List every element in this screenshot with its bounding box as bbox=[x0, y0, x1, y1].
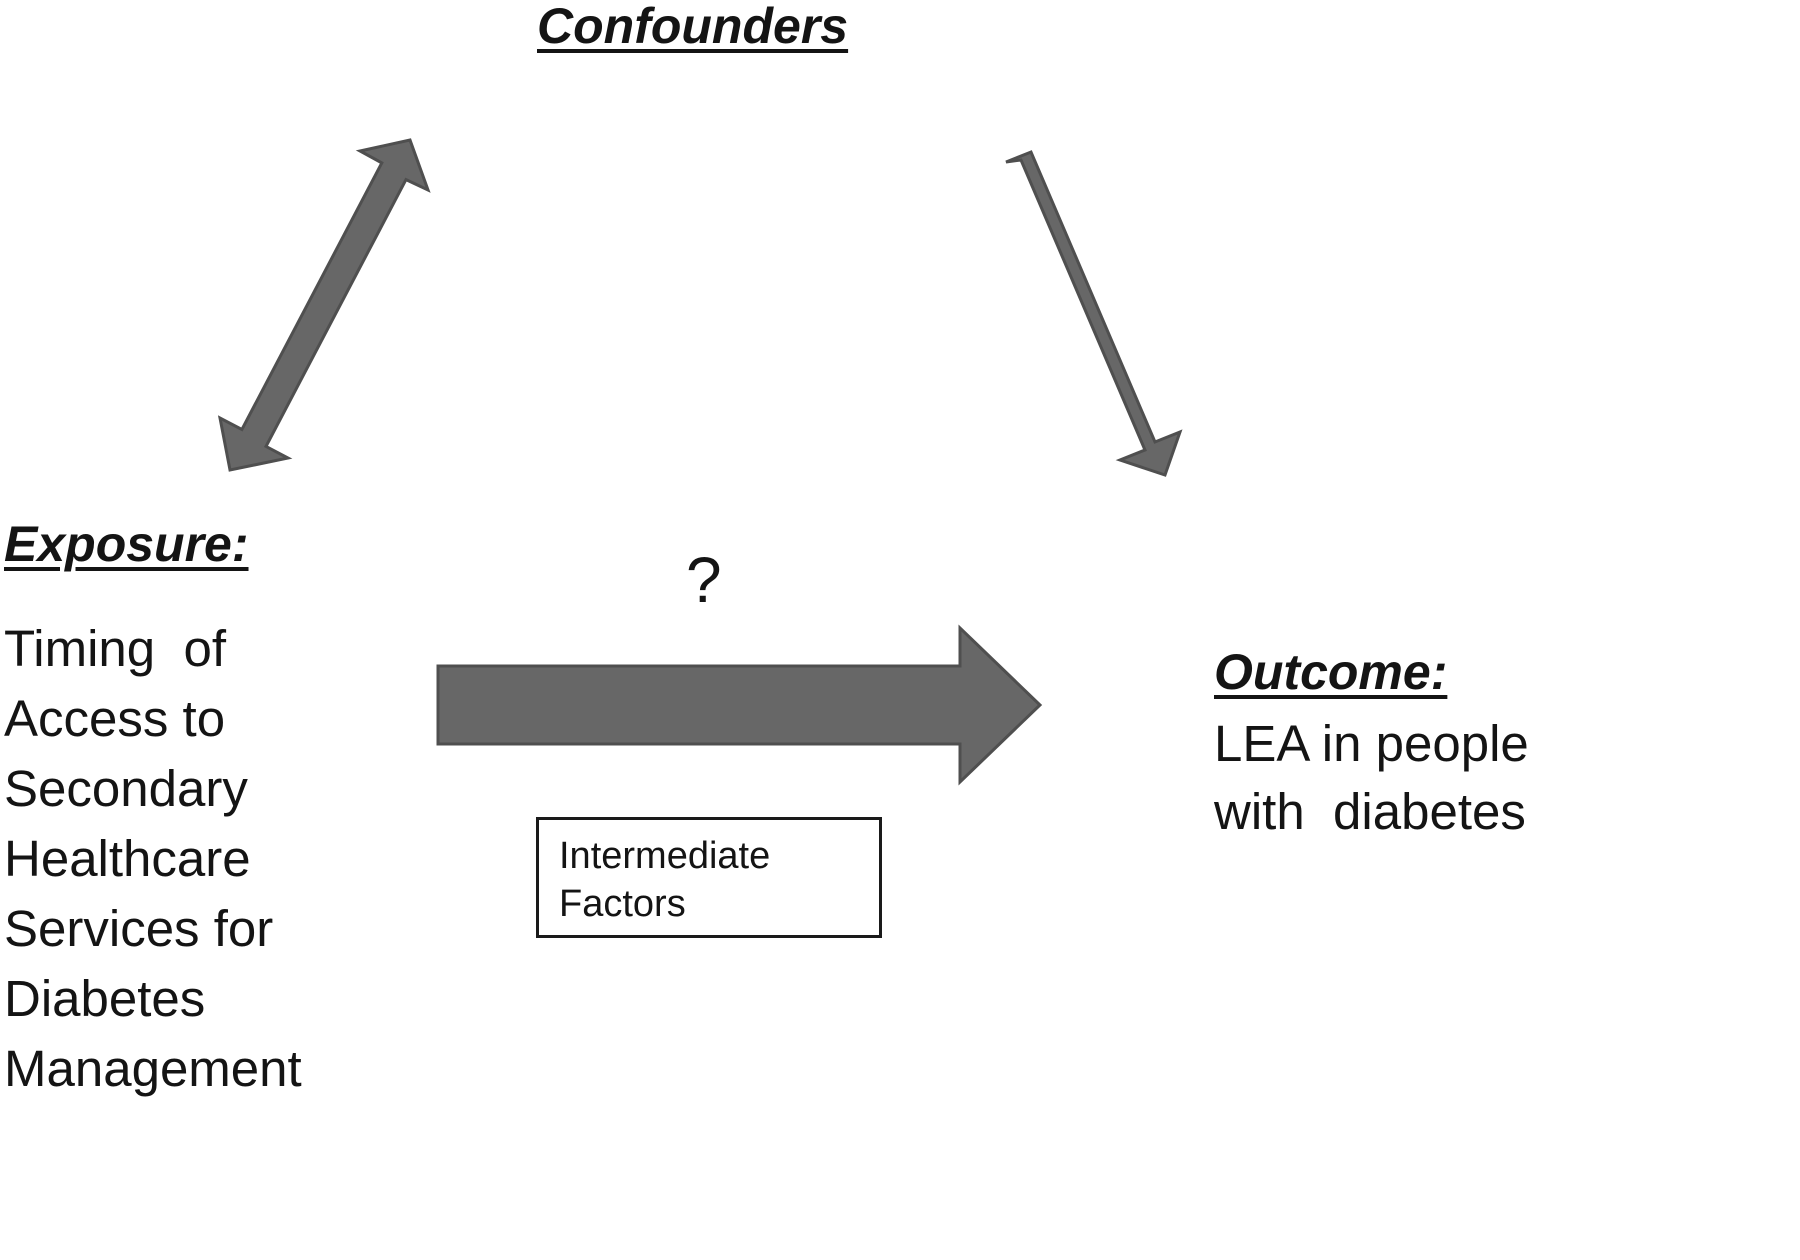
outcome-line: with diabetes bbox=[1214, 783, 1526, 840]
exposure-description: Timing of Access to Secondary Healthcare… bbox=[4, 614, 302, 1104]
exposure-line: Secondary bbox=[4, 760, 248, 817]
intermediate-factors-text: Intermediate Factors bbox=[559, 832, 770, 928]
outcome-heading: Outcome: bbox=[1214, 644, 1448, 700]
exposure-line: Healthcare bbox=[4, 830, 251, 887]
diagram-canvas bbox=[217, 138, 1183, 786]
main-arrow-question-label: ? bbox=[686, 544, 722, 616]
exposure-line: Access to bbox=[4, 690, 226, 747]
intermediate-line: Intermediate bbox=[559, 835, 771, 877]
exposure-heading: Exposure: bbox=[4, 516, 249, 572]
intermediate-factors-box: Intermediate Factors bbox=[536, 817, 882, 938]
intermediate-line: Factors bbox=[559, 883, 686, 925]
outcome-line: LEA in people bbox=[1214, 715, 1529, 772]
exposure-line: Timing of bbox=[4, 620, 227, 677]
exposure-line: Management bbox=[4, 1040, 302, 1097]
exposure-outcome-main-arrow bbox=[436, 624, 1043, 786]
confounders-heading: Confounders bbox=[537, 0, 849, 54]
confounders-outcome-arrow bbox=[1005, 150, 1183, 477]
exposure-line: Services for bbox=[4, 900, 274, 957]
exposure-confounders-double-arrow bbox=[217, 138, 431, 472]
exposure-line: Diabetes bbox=[4, 970, 206, 1027]
outcome-description: LEA in people with diabetes bbox=[1214, 710, 1529, 846]
